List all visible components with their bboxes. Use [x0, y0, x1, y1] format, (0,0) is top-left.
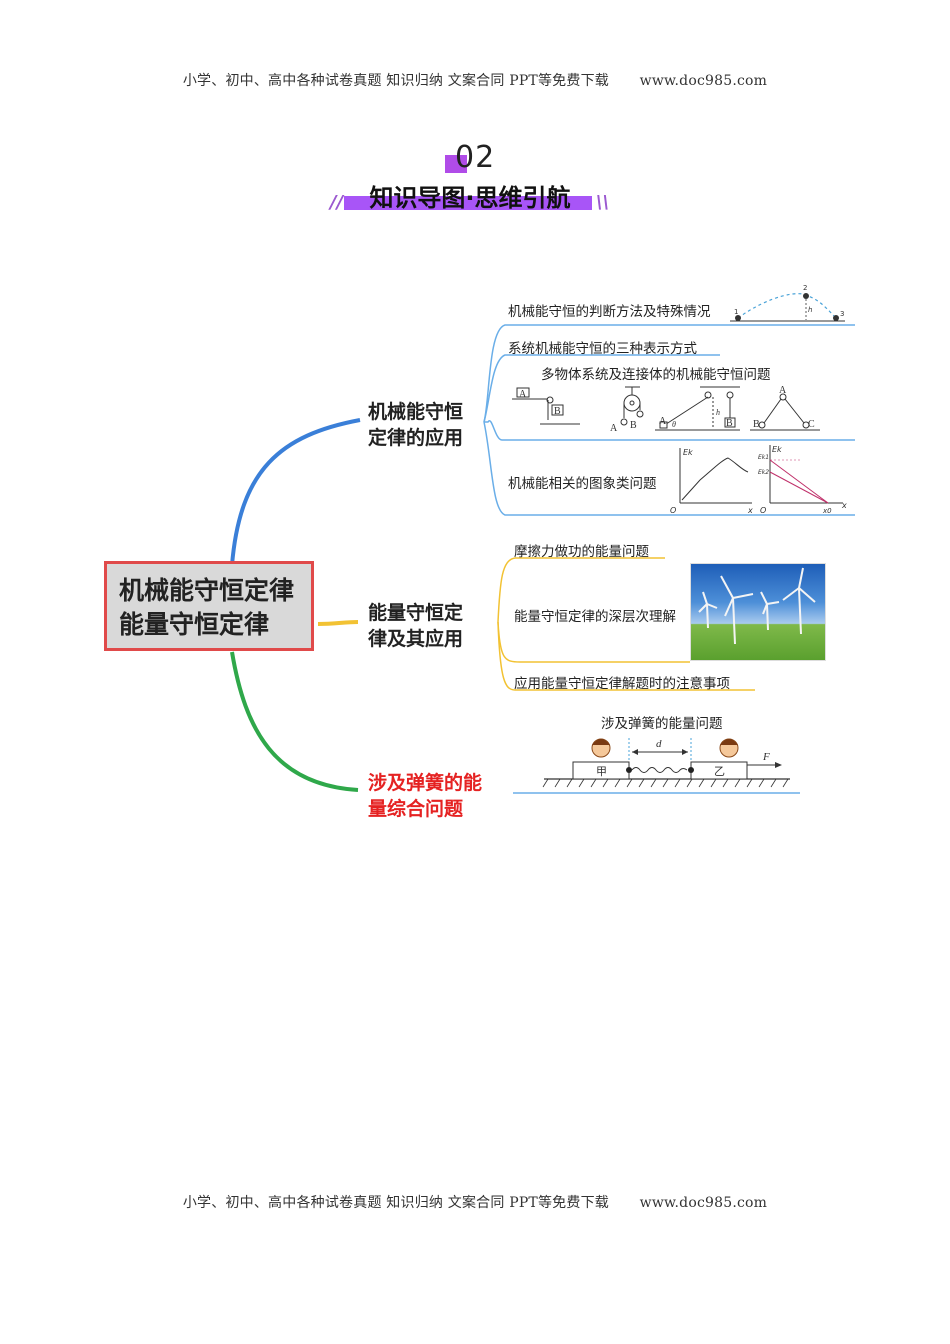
branch-mechanical-energy: 机械能守恒 定律的应用 [368, 399, 463, 451]
root-line-2: 能量守恒定律 [119, 610, 270, 639]
svg-text:θ: θ [672, 420, 676, 429]
svg-text:3: 3 [840, 310, 844, 318]
mindmap-root: 机械能守恒定律 能量守恒定律 [104, 561, 314, 651]
svg-text:A: A [610, 423, 618, 434]
svg-text:B: B [753, 419, 760, 430]
spring-figure: 甲 乙 d F [542, 738, 790, 788]
svg-text:F: F [762, 751, 770, 763]
svg-text:x: x [747, 506, 753, 515]
leaf-1-3: 多物体系统及连接体的机械能守恒问题 [541, 367, 771, 383]
svg-text:B: B [726, 418, 733, 429]
wind-turbine-icon [698, 567, 816, 645]
svg-text:1: 1 [734, 308, 738, 316]
svg-text:乙: 乙 [714, 765, 725, 778]
leaf-3-1: 涉及弹簧的能量问题 [601, 716, 723, 732]
svg-text:x: x [841, 501, 847, 510]
branch-1-line-2: 定律的应用 [368, 427, 464, 449]
page-footer: 小学、初中、高中各种试卷真题 知识归纳 文案合同 PPT等免费下载 www.do… [0, 1192, 950, 1212]
decor-slash-left: // [330, 192, 344, 213]
root-line-1: 机械能守恒定律 [119, 576, 295, 605]
branch-2-line-2: 律及其应用 [368, 628, 464, 650]
svg-text:A: A [779, 385, 787, 396]
svg-text:Ek1: Ek1 [758, 454, 769, 461]
graph-ek-x-lines: Ek Ek1 Ek2 x x0 O [758, 445, 847, 515]
badge-number-highlight [445, 155, 467, 173]
branch-3-line-2: 量综合问题 [368, 798, 464, 820]
svg-text:B: B [554, 406, 561, 417]
connector-branch-2 [317, 620, 359, 626]
svg-text:d: d [656, 738, 662, 750]
leaf-1-2: 系统机械能守恒的三种表示方式 [508, 341, 697, 357]
footer-site: www.doc985.com [639, 1195, 768, 1211]
svg-text:Ek: Ek [683, 448, 693, 457]
leaf-2-1: 摩擦力做功的能量问题 [514, 544, 649, 560]
section-number: 02 [455, 140, 496, 175]
wind-turbine-photo [690, 563, 826, 661]
leaf-1-4: 机械能相关的图象类问题 [508, 476, 657, 492]
svg-text:A: A [659, 416, 667, 427]
leaf-1-1: 机械能守恒的判断方法及特殊情况 [508, 304, 711, 320]
svg-text:h: h [716, 408, 720, 417]
page-header: 小学、初中、高中各种试卷真题 知识归纳 文案合同 PPT等免费下载 www.do… [0, 70, 950, 90]
svg-text:C: C [808, 419, 815, 430]
svg-text:甲: 甲 [596, 765, 607, 778]
connector-branch-1 [230, 418, 361, 566]
branch-1-line-1: 机械能守恒 [368, 401, 464, 423]
svg-text:O: O [670, 506, 676, 515]
svg-text:h: h [808, 306, 812, 314]
header-text: 小学、初中、高中各种试卷真题 知识归纳 文案合同 PPT等免费下载 [182, 73, 609, 89]
svg-text:2: 2 [803, 284, 807, 292]
branch-spring-energy: 涉及弹簧的能 量综合问题 [368, 770, 482, 822]
branch-3-line-1: 涉及弹簧的能 [368, 772, 483, 794]
branch-2-line-1: 能量守恒定 [368, 602, 464, 624]
footer-text: 小学、初中、高中各种试卷真题 知识归纳 文案合同 PPT等免费下载 [182, 1195, 609, 1211]
badge-title-highlight [344, 196, 592, 210]
leaf-2-2: 能量守恒定律的深层次理解 [514, 609, 676, 625]
svg-text:Ek: Ek [772, 445, 782, 454]
svg-text:B: B [630, 420, 637, 431]
branch-1-sublines [483, 324, 855, 516]
pulley-figures [512, 386, 820, 431]
section-title: 知识导图·思维引航 [369, 184, 571, 212]
pulley-labels: A B A B A θ h B A B C [519, 385, 815, 434]
header-site: www.doc985.com [639, 73, 768, 89]
trajectory-figure: 1 2 3 h [730, 284, 845, 322]
graph-ek-x-curve: Ek x O [670, 448, 753, 515]
svg-text:A: A [519, 389, 527, 400]
connector-branch-3 [230, 651, 359, 792]
svg-text:Ek2: Ek2 [758, 469, 769, 476]
branch-energy-conservation: 能量守恒定 律及其应用 [368, 600, 463, 652]
leaf-2-3: 应用能量守恒定律解题时的注意事项 [514, 676, 730, 692]
svg-text:O: O [760, 506, 766, 515]
svg-text:x0: x0 [822, 507, 832, 515]
branch-2-sublines [497, 557, 755, 691]
decor-slash-right: \\ [596, 192, 610, 213]
